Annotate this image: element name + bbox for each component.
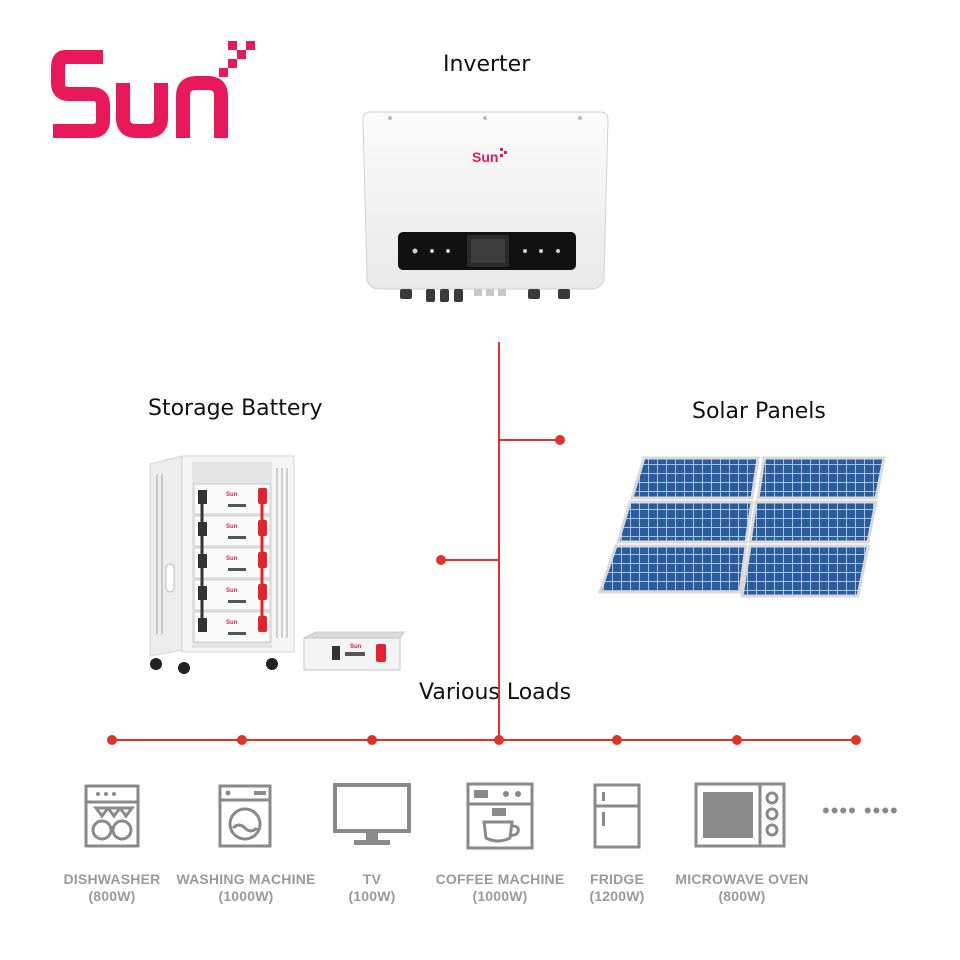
sun-logo — [51, 41, 255, 138]
svg-text:Sun: Sun — [226, 588, 238, 594]
inverter-brand: Sun — [472, 149, 498, 165]
svg-text:Sun: Sun — [350, 644, 362, 650]
load-caption-dishwasher: DISHWASHER(800W) — [63, 871, 161, 904]
various-loads-label: Various Loads — [419, 680, 572, 705]
junction-dot — [367, 735, 377, 745]
battery-module-image: Sun — [303, 631, 405, 671]
tv-icon — [333, 783, 411, 845]
coffee-machine-icon — [466, 782, 534, 850]
more-loads-ellipsis: •••• •••• — [822, 798, 899, 823]
load-caption-tv: TV(100W) — [348, 871, 396, 904]
solar-panels-label: Solar Panels — [692, 399, 826, 424]
junction-dot — [612, 735, 622, 745]
junction-dot — [494, 735, 504, 745]
load-caption-coffee-machine: COFFEE MACHINE(1000W) — [435, 871, 565, 904]
junction-dot — [436, 555, 446, 565]
load-caption-washing-machine: WASHING MACHINE(1000W) — [176, 871, 316, 904]
junction-dot — [237, 735, 247, 745]
svg-text:Sun: Sun — [226, 492, 238, 498]
svg-text:Sun: Sun — [226, 524, 238, 530]
inverter-image: Sun — [362, 111, 609, 302]
svg-text:Sun: Sun — [226, 556, 238, 562]
inverter-label: Inverter — [443, 52, 531, 77]
washing-machine-icon — [218, 784, 272, 848]
dishwasher-icon — [84, 784, 140, 848]
load-caption-microwave-oven: MICROWAVE OVEN(800W) — [675, 871, 809, 904]
fridge-icon — [593, 783, 641, 849]
junction-dot — [851, 735, 861, 745]
junction-dot — [555, 435, 565, 445]
junction-dot — [107, 735, 117, 745]
junction-dot — [732, 735, 742, 745]
storage-battery-label: Storage Battery — [148, 396, 323, 421]
solar-panels-image — [597, 456, 886, 598]
microwave-oven-icon — [694, 782, 786, 848]
load-caption-fridge: FRIDGE(1200W) — [589, 871, 645, 904]
svg-text:Sun: Sun — [226, 620, 238, 626]
